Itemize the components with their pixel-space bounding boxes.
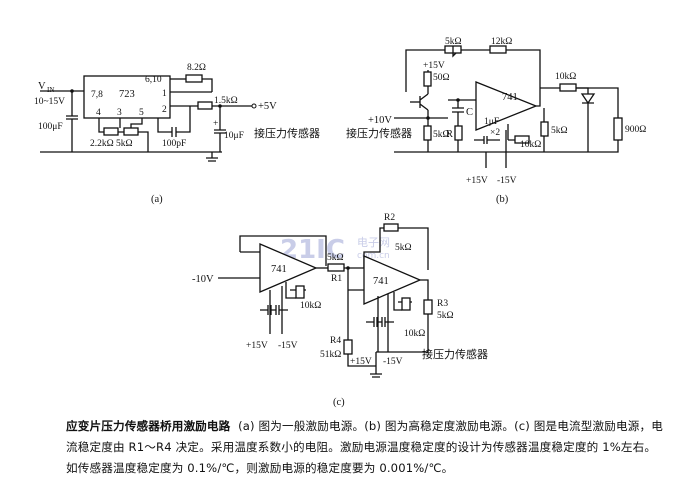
sensor-c-label: 接压力传感器 [422, 348, 488, 361]
minus15-c: -15V [278, 341, 298, 351]
r1-name: R1 [331, 274, 342, 284]
c1uf-label: 1μF [484, 117, 499, 127]
plus15-bot: +15V [466, 176, 488, 186]
circuit-b: 5kΩ 12kΩ +15V 50Ω +10V 接压力传感器 5kΩ C R 74… [346, 37, 646, 205]
r2-value: 5kΩ [395, 243, 412, 253]
r3-name: R3 [437, 299, 448, 309]
r-900-ohm [613, 117, 623, 141]
r4-name: R4 [330, 336, 341, 346]
r4-value: 51kΩ [320, 350, 341, 360]
pin-7-8: 7,8 [91, 90, 103, 100]
circuit-a: 723 6,10 7,8 1 2 4 3 5 V IN 10~15V 100μF… [34, 63, 320, 205]
circuit-c: 21IC 电子网 com.cn 741 -10V 5kΩ R1 10kΩ +15… [192, 213, 488, 408]
r1-resistor [327, 263, 345, 272]
opamp-b-label: 741 [502, 92, 518, 103]
sensor-a-label: 接压力传感器 [254, 127, 320, 140]
r-top-label: 8.2Ω [187, 63, 206, 73]
r5k-right-label: 5kΩ [551, 126, 568, 136]
opamp-741-b [475, 81, 538, 131]
figure-caption: 应变片压力传感器桥用激励电路 (a) 图为一般激励电源。(b) 图为高稳定度激励… [66, 416, 666, 479]
ic-723-label: 723 [119, 89, 135, 100]
r3-value: 5kΩ [437, 311, 454, 321]
r-out-label: 1.5kΩ [214, 96, 238, 106]
pin-4: 4 [96, 108, 101, 118]
r10k-c2-label: 10kΩ [404, 329, 425, 339]
r-12k-top [489, 45, 507, 54]
r-top1-label: 5kΩ [445, 37, 462, 47]
opamp-741-c2 [363, 255, 422, 305]
r10k-c1-label: 10kΩ [300, 301, 321, 311]
minus15-c2: -15V [383, 357, 403, 367]
r2-name: R2 [384, 213, 395, 223]
r-top2-label: 12kΩ [491, 37, 512, 47]
watermark-tag2: com.cn [357, 251, 390, 261]
r-out-10k-label: 10kΩ [555, 72, 576, 82]
c-in-label: 100μF [38, 122, 63, 132]
vin-label: V [38, 81, 46, 92]
pin-2: 2 [162, 105, 167, 115]
label-b: (b) [496, 194, 509, 205]
minus15-bot: -15V [497, 176, 517, 186]
r4-resistor [343, 339, 353, 355]
pin-6-10: 6,10 [145, 75, 162, 85]
label-a: (a) [151, 194, 163, 205]
c-mid-label: 100pF [162, 139, 186, 149]
opamp-c1-label: 741 [271, 264, 287, 275]
label-c: (c) [333, 397, 345, 408]
plus15-c2: +15V [350, 357, 372, 367]
r2-resistor [383, 223, 399, 232]
r-bottom-label: 2.2kΩ 5kΩ [90, 139, 133, 149]
res-r-label: R [446, 129, 453, 140]
r-8-2-ohm [185, 74, 203, 83]
input-minus10v: -10V [192, 274, 214, 285]
r50-label: 50Ω [433, 73, 450, 83]
input-10v: +10V [368, 115, 392, 126]
opamp-c2-label: 741 [373, 276, 389, 287]
caption-title: 应变片压力传感器桥用激励电路 [66, 419, 231, 433]
r-10k-out [559, 83, 577, 92]
r900-label: 900Ω [625, 125, 646, 135]
c-out-plus: + [213, 119, 218, 129]
pin-5: 5 [139, 108, 144, 118]
out-voltage: +5V [258, 101, 277, 112]
r10k-label: 10kΩ [520, 140, 541, 150]
r1-value: 5kΩ [327, 253, 344, 263]
cap-c-label: C [466, 107, 473, 118]
vin-range: 10~15V [34, 97, 65, 107]
plus15-top: +15V [423, 61, 445, 71]
ic-723-body [83, 75, 171, 119]
vin-subscript: IN [47, 86, 54, 94]
x2-label: ×2 [490, 128, 500, 138]
pin-1: 1 [162, 89, 167, 99]
schematic-canvas: 723 6,10 7,8 1 2 4 3 5 V IN 10~15V 100μF… [34, 37, 646, 408]
c-out-label: 10μF [224, 131, 244, 141]
caption-body: (a) 图为一般激励电源。(b) 图为高稳定度激励电源。(c) 图是电流型激励电… [66, 419, 663, 475]
r5k-left-label: 5kΩ [433, 130, 450, 140]
plus15-c: +15V [246, 341, 268, 351]
sensor-b-label: 接压力传感器 [346, 127, 412, 140]
pin-3: 3 [117, 108, 122, 118]
r-1-5k [197, 101, 213, 110]
opamp-741-c1 [259, 243, 318, 293]
watermark-tag1: 电子网 [357, 236, 390, 249]
r3-resistor [423, 299, 433, 315]
